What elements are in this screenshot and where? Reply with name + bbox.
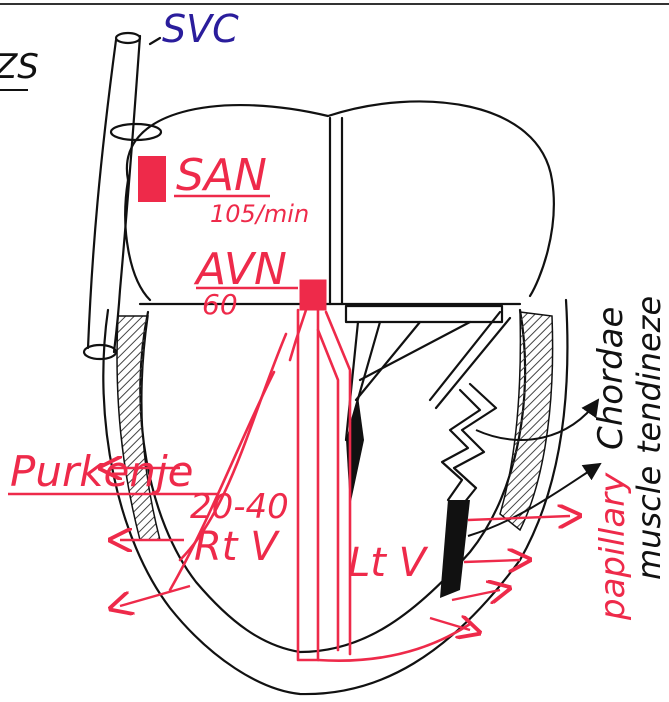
muscle-label: muscle [630, 466, 668, 580]
heart-outline [103, 101, 567, 694]
avn-node [300, 280, 326, 310]
papillary-label: papillary [593, 472, 633, 621]
san-rate-label: 105/min [210, 200, 309, 228]
papillary-muscle-block [440, 500, 470, 598]
tendineze-label: tendineze [630, 296, 668, 454]
san-node [138, 156, 166, 202]
corner-fragment-label: ZS [0, 47, 39, 87]
chordae-label: Chordae [591, 307, 631, 450]
right-ventricle-label: Rt V [194, 524, 280, 570]
purkenje-rate-label: 20-40 [190, 487, 289, 527]
san-label: SAN [176, 150, 267, 201]
purkenje-label: Purkenje [10, 447, 194, 496]
his-bundle-branches [170, 310, 470, 661]
right-ventricle-wall-hatch [117, 316, 160, 540]
left-ventricle-wall-hatch [500, 312, 553, 530]
avn-rate-label: 60 [202, 288, 238, 321]
svc-label: SVC [162, 7, 239, 51]
papillary-muscle-chordae [430, 312, 510, 508]
left-ventricle-label: Lt V [348, 540, 429, 586]
